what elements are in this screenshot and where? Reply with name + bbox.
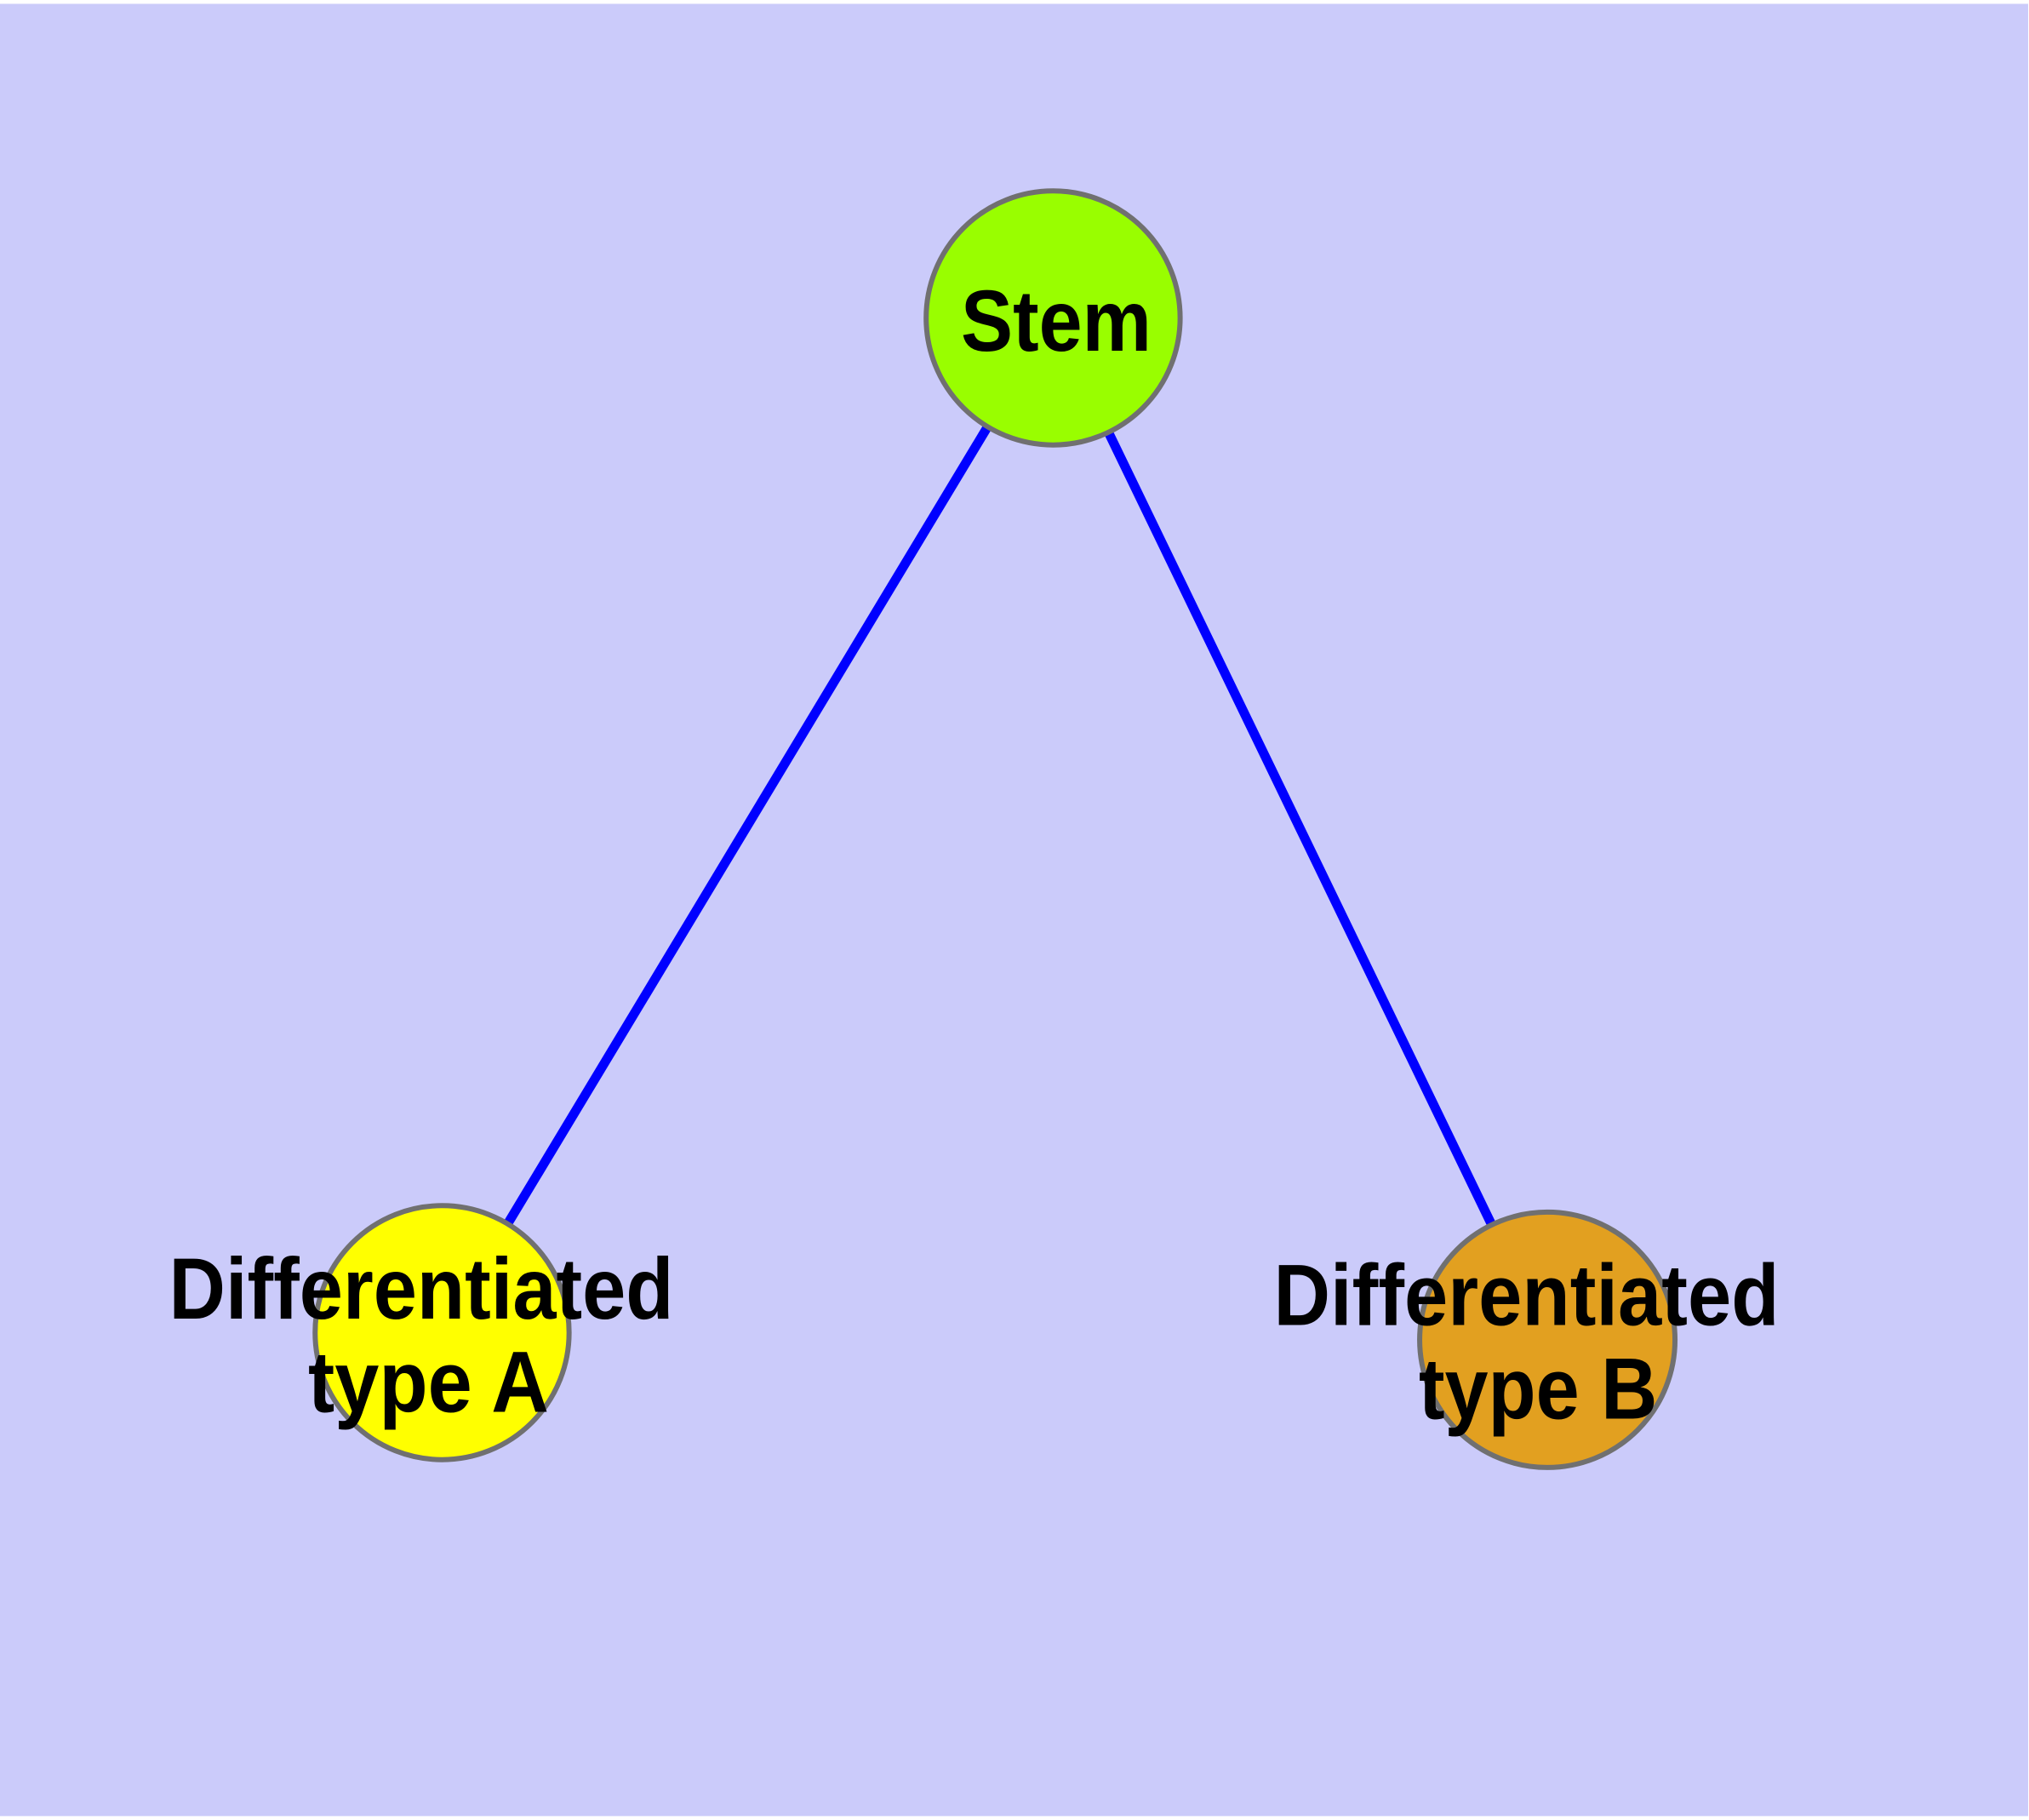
svg-text:Stem: Stem	[961, 272, 1152, 369]
svg-text:Differentiated: Differentiated	[1274, 1246, 1780, 1343]
svg-text:type A: type A	[308, 1334, 549, 1431]
svg-text:type B: type B	[1419, 1341, 1658, 1438]
svg-text:Differentiated: Differentiated	[169, 1240, 674, 1337]
